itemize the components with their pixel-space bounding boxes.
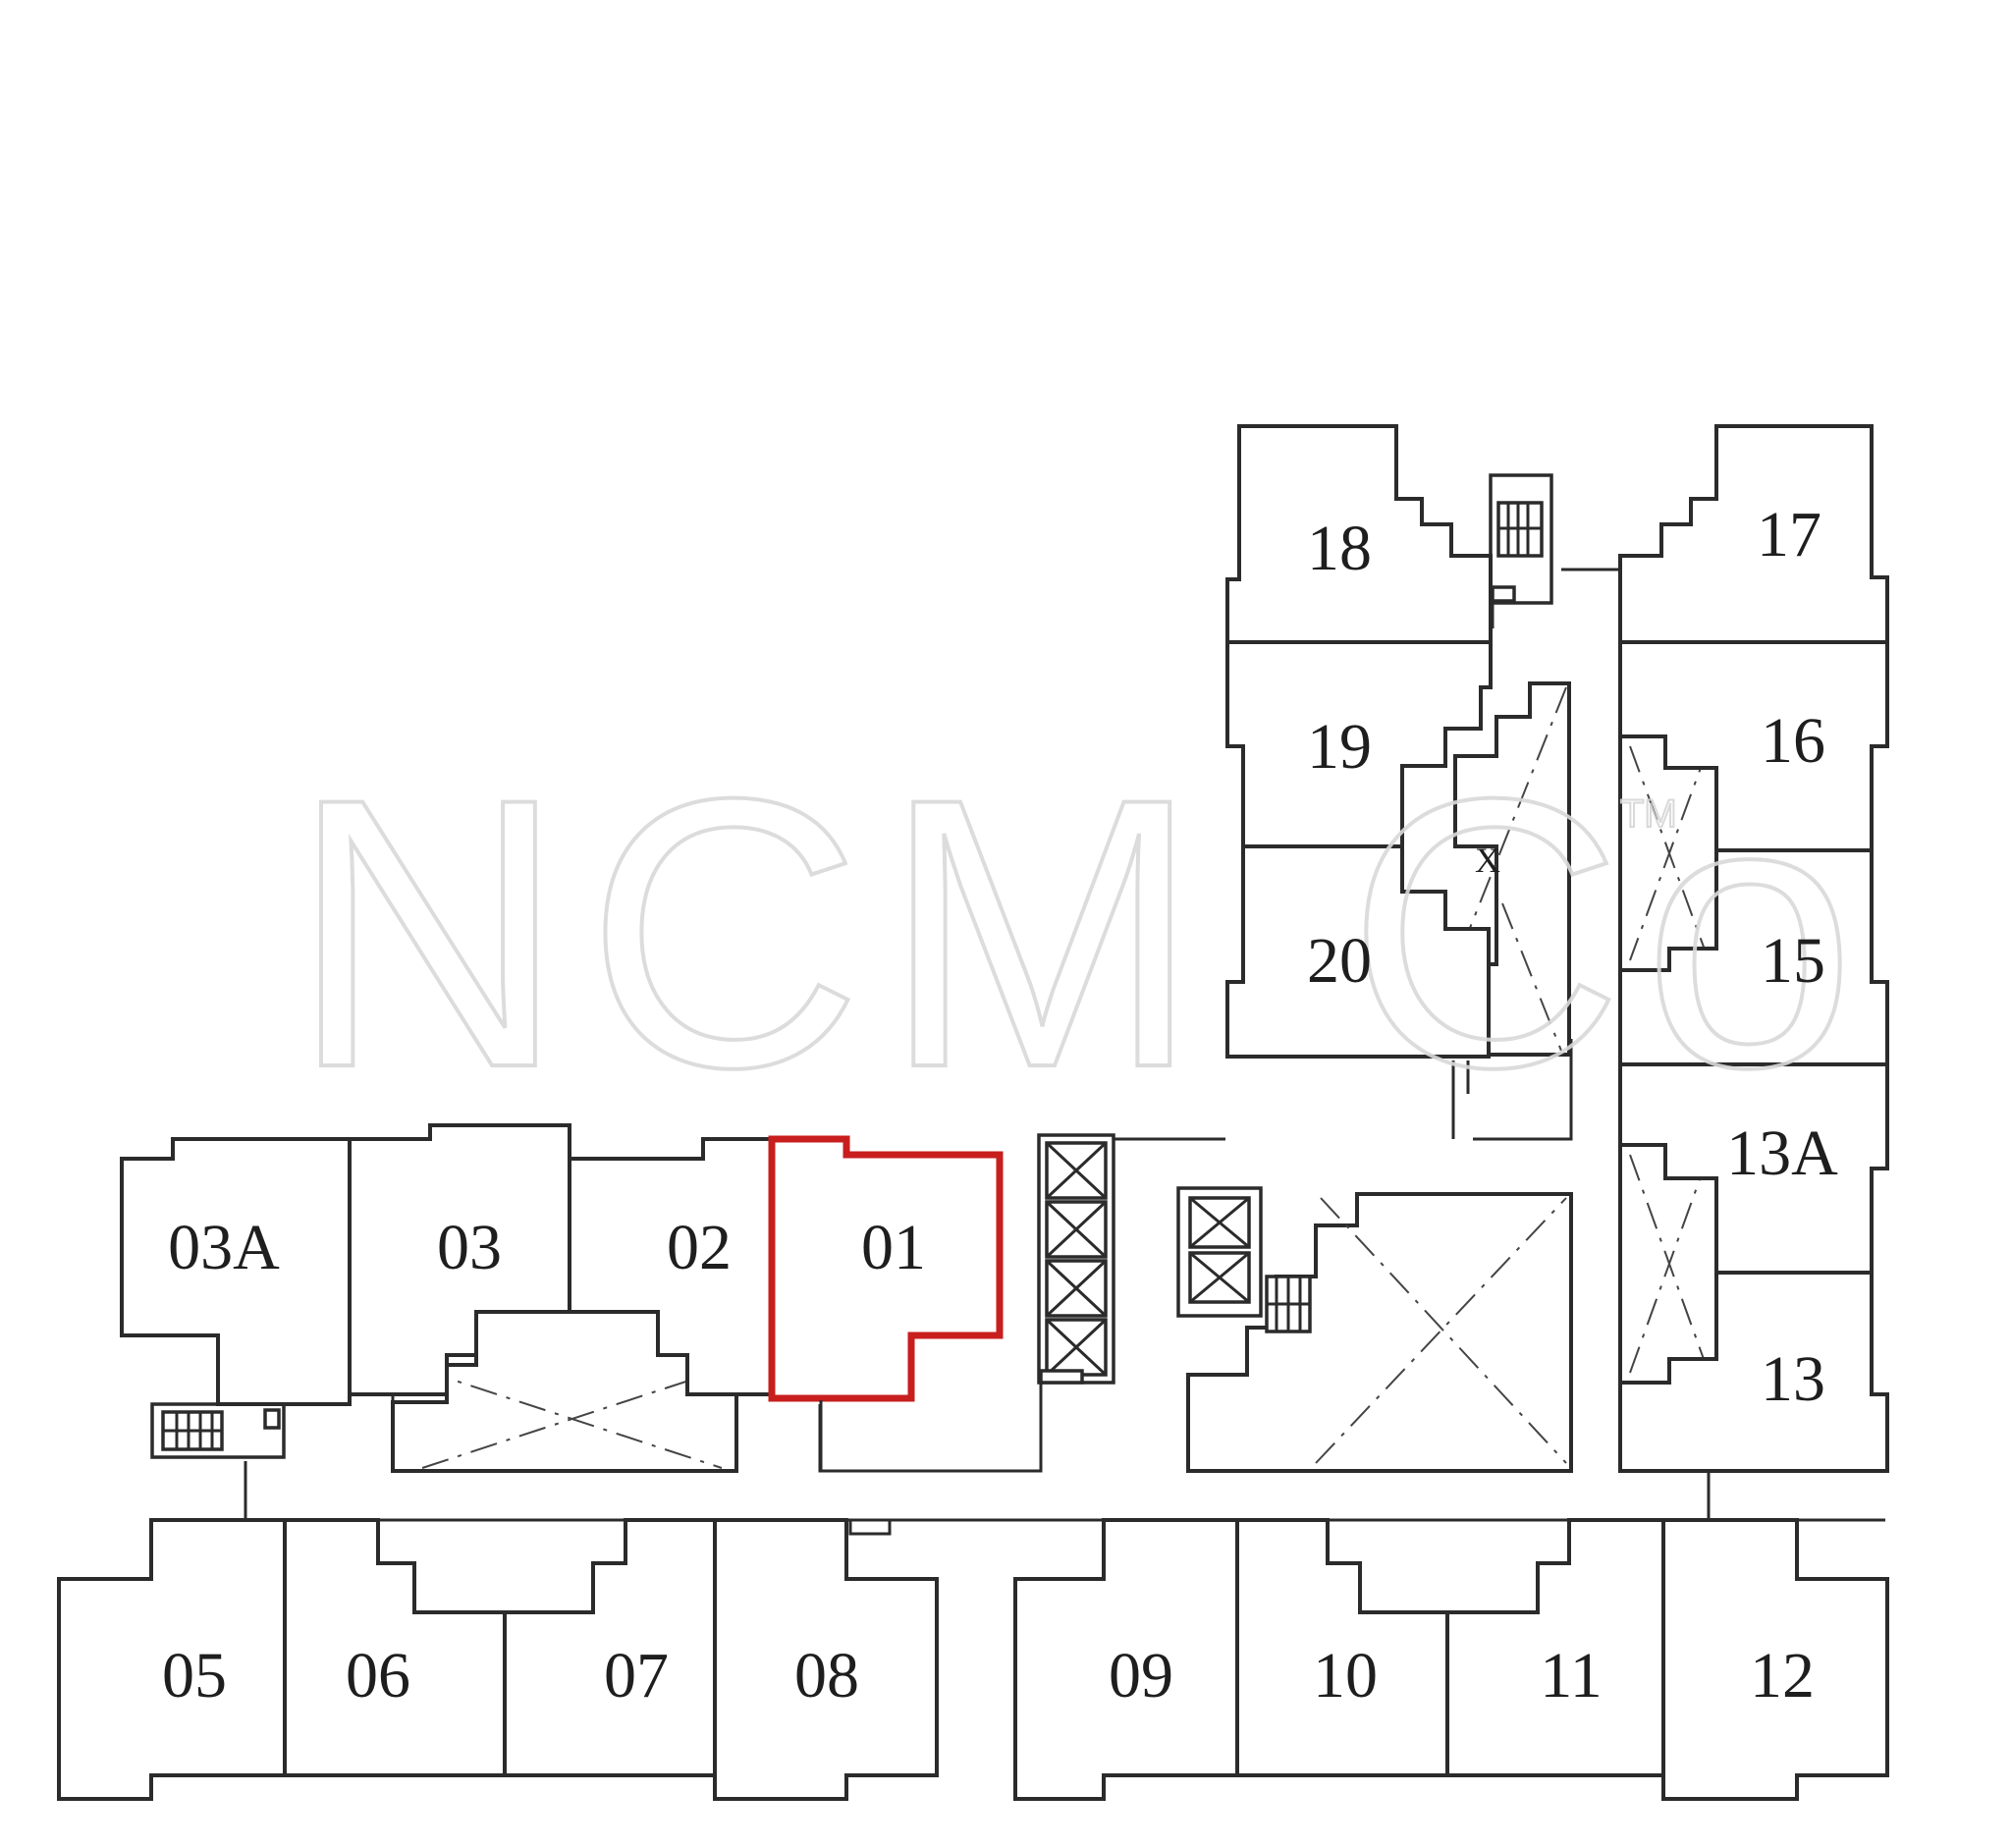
units-outline — [57, 424, 1889, 1801]
unit-label-19: 19 — [1307, 711, 1372, 783]
stair-core-top — [1489, 473, 1553, 605]
watermark: NCM Co TM — [288, 717, 1875, 1149]
unit-label-03: 03 — [437, 1212, 502, 1283]
unit-label-16: 16 — [1761, 705, 1825, 777]
unit-label-18: 18 — [1307, 513, 1372, 584]
highlight-unit-01[interactable] — [768, 1135, 1004, 1402]
stair-core-left — [150, 1402, 286, 1459]
unit-label-13a: 13A — [1726, 1117, 1838, 1189]
unit-label-09: 09 — [1109, 1640, 1173, 1712]
unit-label-17: 17 — [1757, 499, 1821, 571]
unit-label-10: 10 — [1313, 1640, 1378, 1712]
watermark-tm: TM — [1620, 792, 1677, 836]
unit-label-07: 07 — [604, 1640, 669, 1712]
unit-label-06: 06 — [346, 1640, 410, 1712]
svg-text:X: X — [1475, 841, 1500, 880]
unit-label-02: 02 — [667, 1212, 732, 1283]
unit-label-05: 05 — [162, 1640, 227, 1712]
unit-label-03a: 03A — [168, 1212, 280, 1283]
unit-label-08: 08 — [794, 1640, 859, 1712]
unit-label-11: 11 — [1540, 1640, 1603, 1712]
unit-label-15: 15 — [1761, 925, 1825, 997]
lift-core[interactable] — [1037, 1133, 1312, 1385]
unit-labels: 01 02 03 03A 05 06 07 08 09 10 11 12 13 … — [162, 499, 1838, 1712]
unit-label-20: 20 — [1307, 925, 1372, 997]
unit-label-12: 12 — [1750, 1640, 1815, 1712]
watermark-text: NCM Co — [290, 719, 1875, 1147]
unit-label-01: 01 — [861, 1212, 926, 1283]
lower-atria — [391, 1192, 1573, 1473]
unit-label-13: 13 — [1761, 1343, 1825, 1415]
